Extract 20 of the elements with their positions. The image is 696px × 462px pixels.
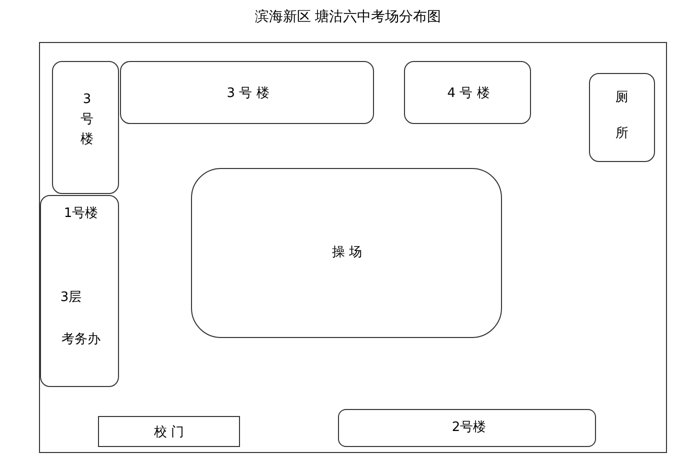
map-title: 滨海新区 塘沽六中考场分布图 [254, 8, 442, 26]
area-label: 操 场 [330, 244, 364, 261]
area-label: 2号楼 [450, 419, 488, 436]
toilet-block [589, 73, 655, 162]
area-label: 校 门 [152, 424, 186, 441]
area-label: 3 号 楼 [226, 85, 270, 102]
area-label: 3号楼 [80, 91, 94, 149]
building-block [40, 195, 119, 387]
building-block [52, 61, 119, 194]
area-label: 1号楼 [62, 205, 100, 222]
area-label: 4 号 楼 [446, 85, 491, 102]
gate-box [98, 416, 240, 447]
area-label: 厕所 [614, 89, 630, 143]
site-boundary [39, 42, 667, 453]
room-note: 考务办 [60, 331, 102, 348]
playground-area [191, 168, 502, 338]
building-block [120, 61, 374, 124]
room-note: 3层 [59, 289, 83, 306]
building-block [338, 409, 596, 447]
building-block [404, 61, 531, 124]
